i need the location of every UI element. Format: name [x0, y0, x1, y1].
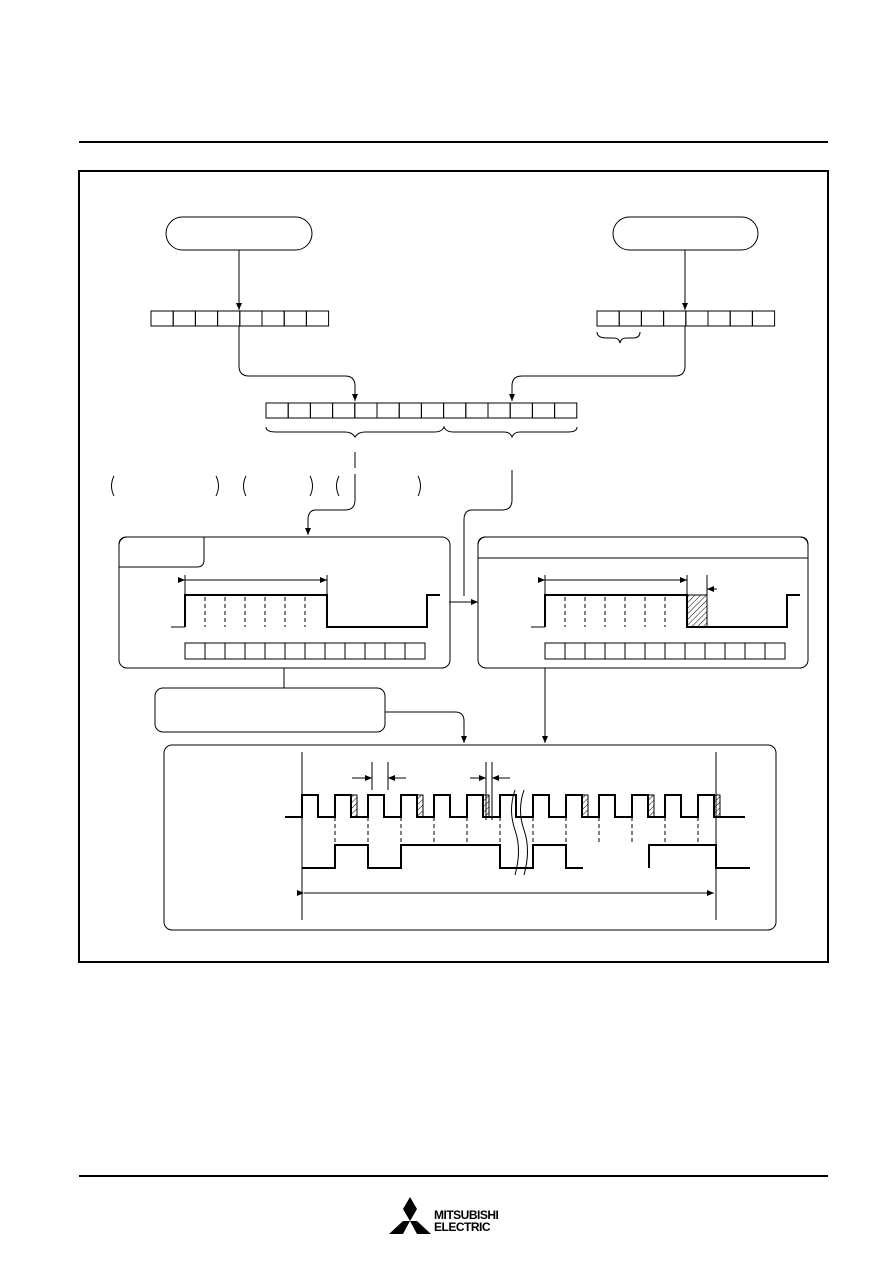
register-bit-cell	[618, 310, 642, 327]
output-waveform	[285, 752, 750, 920]
register-bit-cell	[443, 402, 467, 419]
counter-cell	[344, 642, 366, 660]
upper-bits-route	[305, 474, 356, 535]
output-label-capsule	[154, 687, 386, 733]
register-bit-cell	[420, 402, 445, 419]
register-bit-cell	[398, 402, 422, 419]
register-bit-cell	[751, 310, 776, 327]
register-bit-cell	[509, 402, 533, 419]
combined-register	[265, 402, 578, 419]
hatched-extra-pulse	[647, 794, 655, 818]
register-bit-cell	[465, 402, 489, 419]
output-waveform-box	[163, 744, 777, 931]
register-bit-cell	[554, 402, 578, 419]
register-bit-cell	[217, 310, 241, 327]
hatched-extra-pulse	[350, 794, 358, 818]
lower-bits-route	[463, 486, 513, 596]
left-timing-waveform	[171, 575, 440, 660]
register-bit-cell	[194, 310, 219, 327]
counter-cell	[204, 642, 226, 660]
register-bit-cell	[287, 402, 311, 419]
counter-cell	[384, 642, 406, 660]
register-bit-cell	[261, 310, 285, 327]
counter-cell	[744, 642, 766, 660]
right-register-brace	[596, 331, 641, 344]
pulse-trace	[544, 594, 800, 628]
hatched-extra-pulse	[416, 794, 424, 818]
right-register	[596, 310, 776, 327]
counter-cell	[684, 642, 706, 660]
counter-cell	[184, 642, 206, 660]
brand-wordmark: MITSUBISHI ELECTRIC	[434, 1208, 499, 1234]
register-bit-cell	[729, 310, 753, 327]
brand-line-2: ELECTRIC	[434, 1220, 491, 1234]
hatched-extra-pulse	[581, 794, 589, 818]
counter-cell	[724, 642, 746, 660]
register-bit-cell	[265, 402, 289, 419]
register-bit-cell	[663, 310, 687, 327]
counter-cell	[644, 642, 666, 660]
mitsubishi-logo-icon	[389, 1197, 431, 1234]
output-label-route	[385, 711, 467, 743]
register-bit-cell	[305, 310, 330, 327]
left-register	[150, 310, 330, 327]
right-timing-waveform	[531, 575, 800, 660]
counter-cell	[264, 642, 286, 660]
register-bit-cell	[172, 310, 196, 327]
counter-cell	[604, 642, 626, 660]
register-bit-cell	[309, 402, 334, 419]
counter-cell	[704, 642, 726, 660]
counter-cell	[544, 642, 566, 660]
register-bit-cell	[685, 310, 709, 327]
counter-cell	[304, 642, 326, 660]
register-bit-cell	[487, 402, 511, 419]
lower-pulse-train	[302, 844, 583, 869]
brand-line-1: MITSUBISHI	[434, 1208, 499, 1222]
register-bit-cell	[707, 310, 731, 327]
hatched-extra-pulse	[713, 794, 721, 818]
left-box-tab	[118, 536, 205, 568]
register-bit-cell	[531, 402, 556, 419]
combined-register-brace	[265, 425, 578, 439]
register-bit-cell	[150, 310, 174, 327]
register-bit-cell	[640, 310, 665, 327]
left-source-capsule	[165, 216, 313, 251]
break-mark	[511, 789, 519, 876]
register-bit-cell	[239, 310, 263, 327]
counter-cell	[664, 642, 686, 660]
counter-cell	[224, 642, 246, 660]
pulse-trace	[184, 594, 440, 628]
break-mark	[520, 789, 528, 876]
counter-cell	[564, 642, 586, 660]
counter-cell	[284, 642, 306, 660]
register-bit-cell	[596, 310, 620, 327]
right-box-header-bar	[477, 536, 809, 559]
counter-cell	[244, 642, 266, 660]
left-register-route	[238, 326, 358, 401]
counter-cell	[404, 642, 426, 660]
register-bit-cell	[354, 402, 378, 419]
right-timing-box	[477, 536, 809, 669]
counter-cell	[364, 642, 386, 660]
lower-pulse-train-tail	[648, 844, 750, 869]
counter-cell	[324, 642, 346, 660]
counter-cell	[624, 642, 646, 660]
register-bit-cell	[376, 402, 400, 419]
parenthesis-group	[111, 475, 421, 497]
right-source-capsule	[612, 216, 759, 251]
figure-frame	[78, 170, 829, 963]
counter-cell	[584, 642, 606, 660]
register-bit-cell	[283, 310, 307, 327]
register-bit-cell	[332, 402, 356, 419]
counter-cell	[764, 642, 786, 660]
right-register-route	[509, 326, 686, 401]
extra-pulse-hatch	[686, 594, 708, 628]
